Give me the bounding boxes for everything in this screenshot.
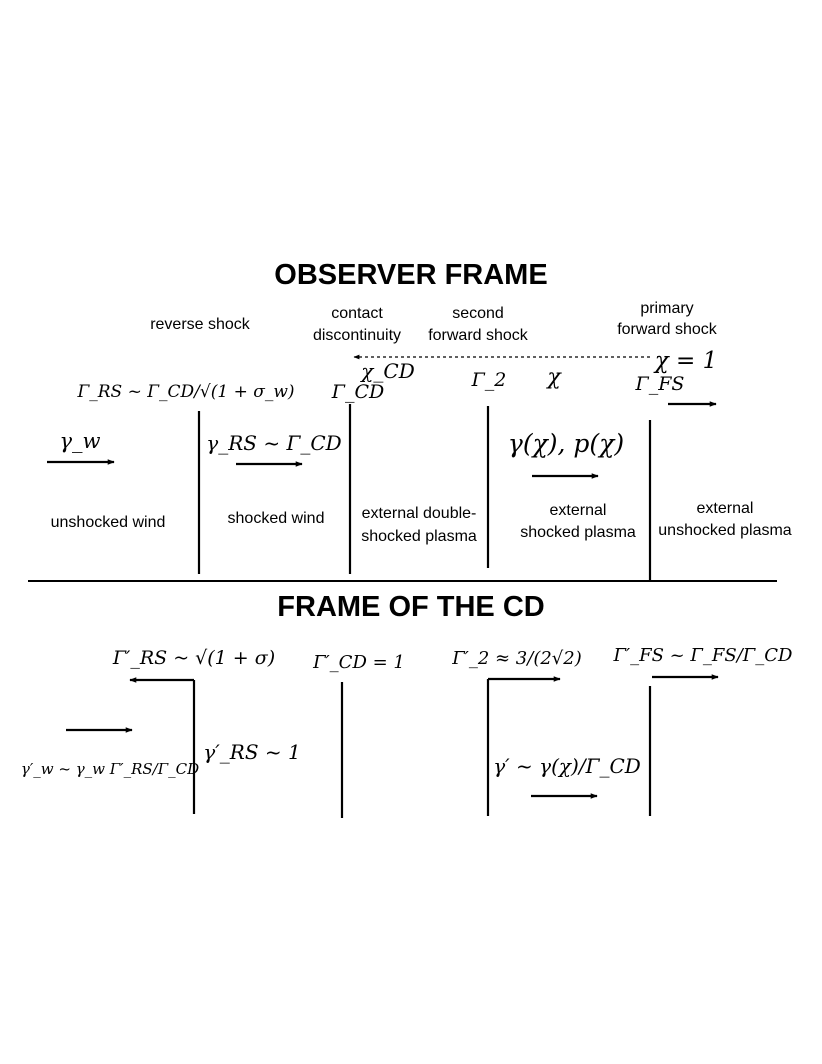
label-double-line1: external double- — [362, 505, 477, 522]
label-double-line2: shocked plasma — [361, 528, 477, 545]
math-gamma-w: γ_w — [59, 429, 100, 453]
label-second-line1: second — [452, 305, 504, 322]
math-gamma-cd-prime: Γ′_CD = 1 — [312, 652, 405, 673]
label-reverse-shock: reverse shock — [150, 316, 251, 333]
label-contact-line1: contact — [331, 305, 383, 322]
observer-frame-title: OBSERVER FRAME — [274, 259, 547, 291]
math-gamma-fs: Γ_FS — [635, 373, 685, 395]
label-ext-unshocked-line1: external — [697, 500, 754, 517]
math-gamma-cd: Γ_CD — [331, 381, 384, 403]
math-gamma-rs-sim: γ_RS ~ Γ_CD — [206, 431, 341, 455]
math-gamma-rs-eq: Γ_RS ~ Γ_CD/√(1 + σ_w) — [76, 382, 294, 402]
math-gamma-rs-prime-small: γ′_RS ~ 1 — [203, 740, 300, 764]
math-chi-eq-1: χ = 1 — [653, 348, 717, 374]
math-chi-cd: χ_CD — [359, 359, 414, 383]
label-shocked-wind: shocked wind — [228, 510, 325, 527]
label-unshocked-wind: unshocked wind — [51, 514, 166, 531]
math-gamma-prime-chi: γ′ ~ γ(χ)/Γ_CD — [493, 754, 641, 778]
math-gamma-fs-prime: Γ′_FS ~ Γ_FS/Γ_CD — [613, 645, 794, 666]
math-gamma-p-chi: γ(χ), p(χ) — [508, 429, 624, 458]
math-gamma-w-prime: γ′_w ~ γ_w Γ′_RS/Γ_CD — [21, 760, 199, 778]
label-second-line2: forward shock — [428, 327, 529, 344]
cd-frame-title: FRAME OF THE CD — [277, 591, 544, 623]
label-ext-shocked-line2: shocked plasma — [520, 524, 636, 541]
math-gamma-2: Γ_2 — [471, 369, 507, 391]
label-ext-shocked-line1: external — [550, 502, 607, 519]
math-gamma-2-prime: Γ′_2 ≈ 3/(2√2) — [451, 648, 582, 669]
label-primary-line2: forward shock — [617, 321, 718, 338]
math-chi: χ — [545, 365, 562, 390]
label-primary-line1: primary — [640, 300, 693, 317]
label-ext-unshocked-line2: unshocked plasma — [658, 522, 792, 539]
label-contact-line2: discontinuity — [313, 327, 401, 344]
math-gamma-rs-prime: Γ′_RS ~ √(1 + σ) — [112, 647, 275, 669]
